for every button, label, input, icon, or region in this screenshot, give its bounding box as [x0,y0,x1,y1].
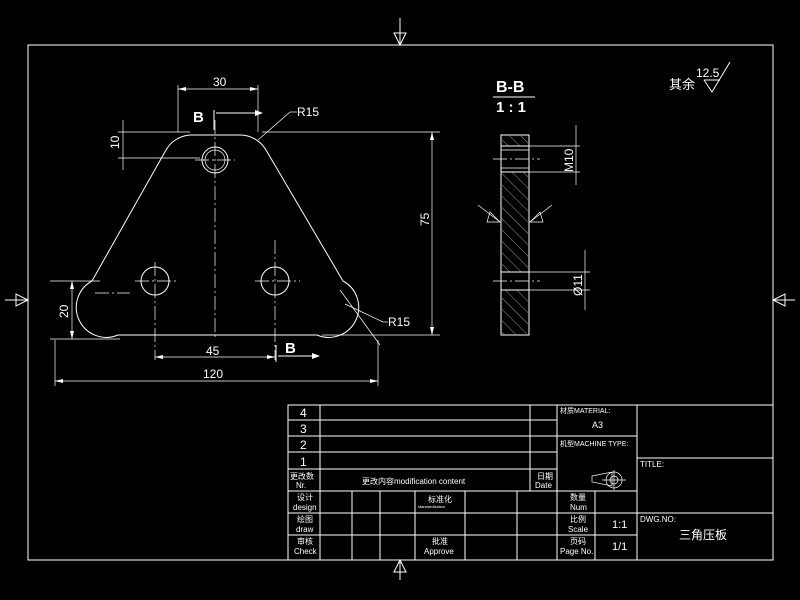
date-en: Date [535,481,552,490]
rev-number: 1 [300,455,307,469]
rev-number: 2 [300,438,307,452]
material-value: A3 [592,420,603,430]
page-value: 1/1 [612,541,627,553]
roughness-prefix: 其余 [669,77,695,92]
draw-cn: 绘图 [297,514,313,524]
dim-20: 20 [57,304,71,318]
scale-en: Scale [568,525,589,534]
change-no-cn: 更改数 [290,471,314,481]
rev-number: 3 [300,422,307,436]
dim-r15-bottom: R15 [388,315,410,329]
dim-10: 10 [108,135,122,149]
scale-cn: 比例 [570,514,586,524]
dim-phi11: Ø11 [571,274,585,296]
standard-en: standardization [418,504,445,509]
section-label: B-B [496,79,524,96]
front-view: B B 30 10 R15 75 R15 20 [50,75,440,386]
section-view: B-B 1 : 1 M10 Ø11 [477,79,590,336]
rev-number: 4 [300,406,307,420]
dim-120: 120 [203,367,223,381]
title-block: 4 3 2 1 更改数 Nr. 更改内容modification content… [287,404,774,561]
section-scale: 1 : 1 [496,99,526,116]
dwg-name: 三角压板 [679,528,727,542]
roughness-value: 12.5 [696,66,720,80]
scale-value: 1:1 [612,519,627,531]
qty-cn: 数量 [570,492,586,502]
title-label: TITLE: [640,460,664,469]
qty-en: Num [570,503,587,512]
material-label: 材质MATERIAL: [560,406,610,415]
dim-r15-top: R15 [297,105,319,119]
dim-30: 30 [213,75,227,89]
page-cn: 页码 [570,537,586,546]
roughness-note: 其余 12.5 [669,61,731,93]
design-cn: 设计 [297,492,313,502]
design-en: design [293,503,317,512]
machine-type-label: 机型MACHINE TYPE: [560,439,628,448]
dim-m10: M10 [562,148,576,172]
centering-marks [5,18,795,580]
plate-outline [75,134,360,338]
projection-symbol [591,470,626,490]
dwg-no-label: DWG.NO: [640,515,676,524]
standard-cn: 标准化 [428,494,452,504]
section-mark-bottom: B [285,340,296,357]
page-en: Page No. [560,547,593,556]
change-no-en: Nr. [296,481,306,490]
check-en: Check [294,547,318,556]
dim-75: 75 [418,212,432,226]
approve-cn: 批准 [432,536,448,546]
draw-en: draw [296,525,314,534]
approve-en: Approve [424,547,454,556]
check-cn: 审核 [297,536,313,546]
change-content: 更改内容modification content [362,476,466,486]
dim-45: 45 [206,344,220,358]
section-mark-top: B [193,109,204,126]
date-cn: 日期 [537,472,553,481]
